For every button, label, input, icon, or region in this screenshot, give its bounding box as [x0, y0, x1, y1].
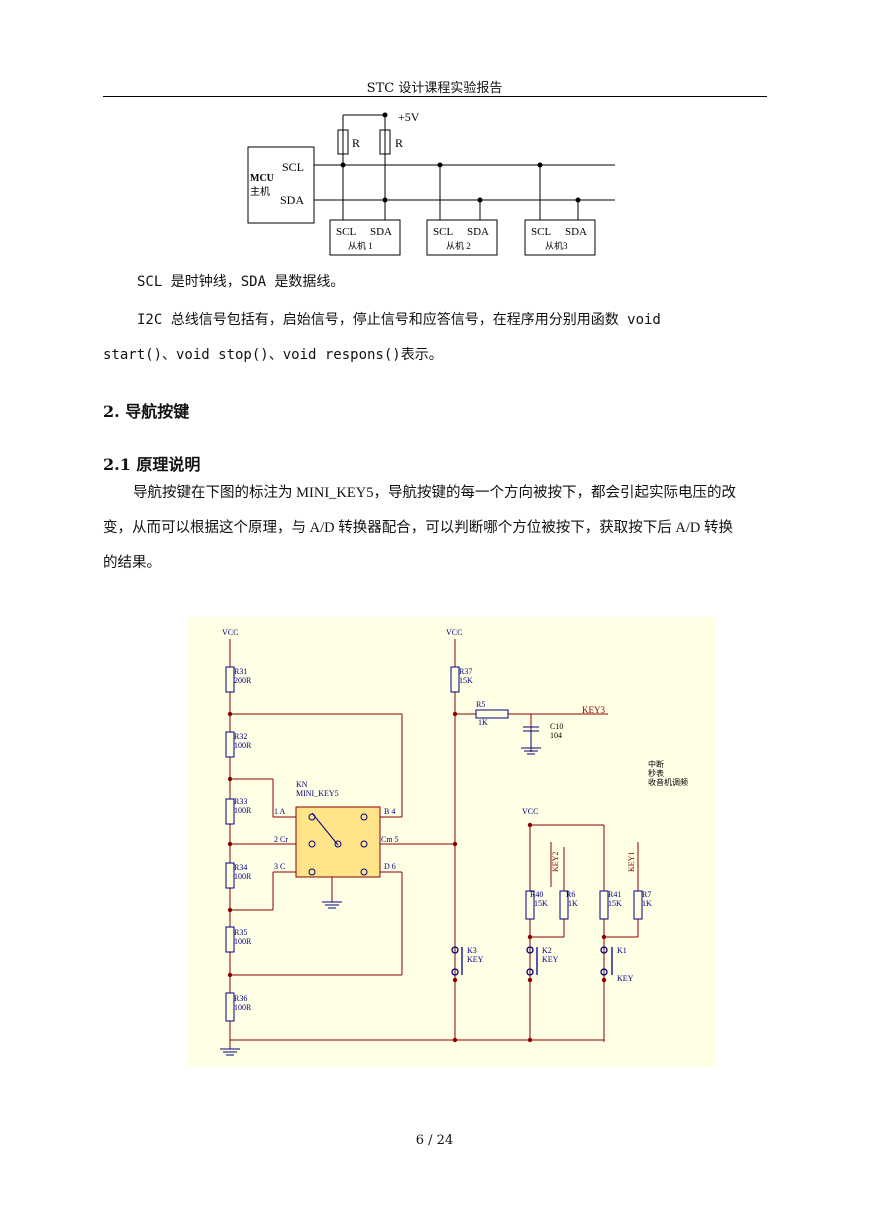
section-heading-nav-keys: 2. 导航按键 [103, 402, 190, 421]
c10-ref: C10 [550, 722, 563, 731]
key3-net-label: KEY3 [582, 705, 605, 715]
paragraph-i2c-line1: I2C 总线信号包括有，启始信号，停止信号和应答信号，在程序用分别用函数 voi… [137, 312, 661, 328]
paragraph-nav-line2: 变，从而可以根据这个原理，与 A/D 转换器配合，可以判断哪个方位被按下，获取按… [103, 520, 733, 536]
r32-val: 100R [234, 741, 252, 750]
paragraph-i2c-line2: start()、void stop()、void respons()表示。 [103, 347, 443, 363]
r31-val: 200R [234, 676, 252, 685]
c10-val: 104 [550, 731, 562, 740]
mini-key5-label: MINI_KEY5 [296, 789, 339, 798]
r32-ref: R32 [234, 732, 247, 741]
r35-ref: R35 [234, 928, 247, 937]
r34-val: 100R [234, 872, 252, 881]
r41-val: 15K [608, 899, 622, 908]
i2c-bus-diagram: +5V R R MCU 主机 SCL SDA SCL SDA 从机 1 SCL … [247, 110, 615, 256]
mcu-sub-label: 主机 [250, 185, 270, 198]
r7-val: 1K [642, 899, 652, 908]
vcc-label-mid: VCC [446, 628, 462, 637]
slave2-name: 从机 2 [446, 240, 471, 251]
k1-ref: K1 [617, 946, 627, 955]
slave1-name: 从机 1 [348, 240, 373, 251]
r34-ref: R34 [234, 863, 247, 872]
r6-val: 1K [568, 899, 578, 908]
r5-ref: R5 [476, 700, 485, 709]
r40-ref: R40 [530, 890, 543, 899]
pin-cm-label: Cm 5 [381, 835, 399, 844]
header-rule [103, 96, 767, 97]
resistor-label-2: R [395, 136, 403, 150]
r40-val: 15K [534, 899, 548, 908]
pin-d-label: D 6 [384, 862, 396, 871]
r41-ref: R41 [608, 890, 621, 899]
mcu-scl-label: SCL [282, 160, 304, 174]
r36-ref: R36 [234, 994, 247, 1003]
r5-val: 1K [478, 718, 488, 727]
subsection-heading-principle: 2.1 原理说明 [103, 455, 201, 474]
note-interrupt: 中断 [648, 759, 664, 769]
nav-key-schematic: VCC VCC VCC R31 200R R32 100R R33 100R R… [188, 617, 715, 1067]
kn-label: KN [296, 780, 308, 789]
slave3-name: 从机3 [545, 240, 568, 251]
note-stopwatch: 秒表 [648, 768, 664, 778]
k1-val: KEY [617, 974, 634, 983]
resistor-label-1: R [352, 136, 360, 150]
r33-val: 100R [234, 806, 252, 815]
vcc-label-left: VCC [222, 628, 238, 637]
slave1-scl: SCL [336, 226, 356, 238]
r6-ref: R6 [566, 890, 575, 899]
k2-val: KEY [542, 955, 559, 964]
r37-val: 15K [459, 676, 473, 685]
paragraph-nav-line3: 的结果。 [103, 555, 161, 571]
mcu-sda-label: SDA [280, 193, 304, 207]
slave1-sda: SDA [370, 226, 392, 238]
r36-val: 100R [234, 1003, 252, 1012]
slave2-sda: SDA [467, 226, 489, 238]
pin-b-label: B 4 [384, 807, 395, 816]
paragraph-scl-sda: SCL 是时钟线，SDA 是数据线。 [137, 274, 345, 290]
slave3-scl: SCL [531, 226, 551, 238]
page-header: STC 设计课程实验报告 [366, 81, 503, 96]
vcc-5v-label: +5V [398, 110, 420, 124]
slave2-scl: SCL [433, 226, 453, 238]
r31-ref: R31 [234, 667, 247, 676]
page-number: 6 / 24 [415, 1133, 454, 1148]
r37-ref: R37 [459, 667, 472, 676]
key1-net-label: KEY1 [627, 852, 636, 872]
vcc-label-right: VCC [522, 807, 538, 816]
pin-cr-label: 2 Cr [274, 835, 288, 844]
paragraph-nav-line1: 导航按键在下图的标注为 MINI_KEY5，导航按键的每一个方向被按下，都会引起… [133, 485, 736, 501]
mcu-label: MCU [250, 173, 274, 184]
slave3-sda: SDA [565, 226, 587, 238]
r35-val: 100R [234, 937, 252, 946]
note-radio: 收音机调频 [648, 777, 688, 787]
k3-val: KEY [467, 955, 484, 964]
r33-ref: R33 [234, 797, 247, 806]
k3-ref: K3 [467, 946, 477, 955]
key2-net-label: KEY2 [551, 852, 560, 872]
pin-c-label: 3 C [274, 862, 285, 871]
r7-ref: R7 [642, 890, 651, 899]
pin-a-label: 1 A [274, 807, 286, 816]
k2-ref: K2 [542, 946, 552, 955]
